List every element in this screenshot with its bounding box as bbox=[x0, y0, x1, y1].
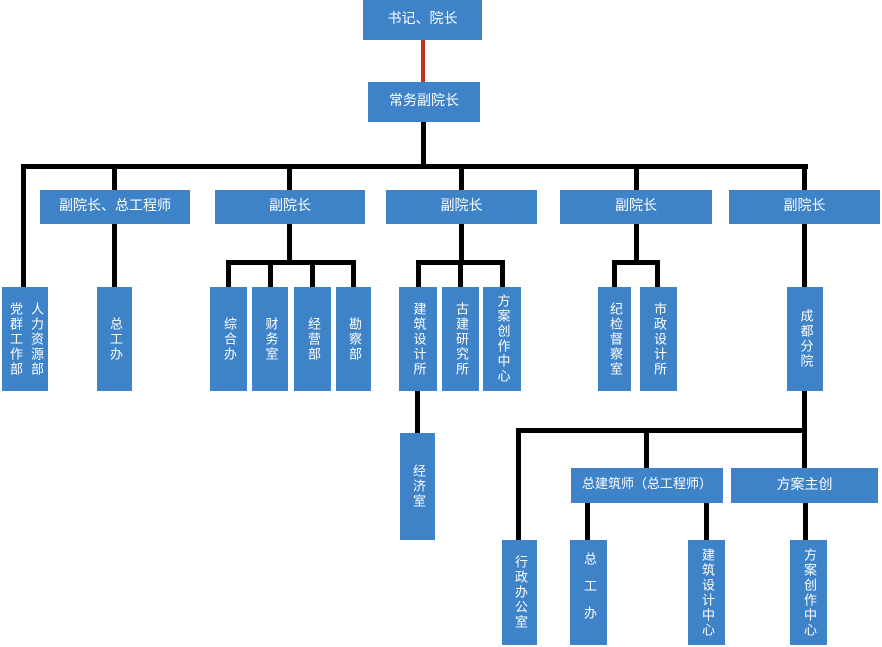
vp3-stem bbox=[459, 224, 464, 262]
secretary-to-evp-connector bbox=[421, 40, 425, 82]
node-vp2: 副院长 bbox=[215, 190, 365, 224]
node-branch-chief-engineer-office: 总工办 bbox=[570, 540, 607, 645]
vp4-branch-bar bbox=[612, 260, 660, 265]
vp-chief-engineer-to-office bbox=[112, 224, 117, 287]
chengdu-branch-bar bbox=[516, 428, 807, 433]
drop-vp4 bbox=[634, 164, 639, 190]
chengdu-branch-stem bbox=[802, 391, 807, 433]
node-exec-vice-president: 常务副院长 bbox=[368, 82, 480, 122]
drop-vp5 bbox=[802, 164, 807, 190]
drop-survey-dept bbox=[351, 260, 356, 287]
drop-arch-design-center bbox=[704, 503, 709, 540]
drop-finance-office bbox=[268, 260, 273, 287]
drop-party-hr bbox=[21, 164, 26, 287]
node-survey-dept: 勘察部 bbox=[336, 287, 371, 391]
evp-down-connector bbox=[421, 122, 426, 169]
node-finance-office: 财务室 bbox=[252, 287, 288, 391]
vp5-to-chengdu-branch bbox=[802, 224, 807, 287]
node-scheme-creation-center: 方案创作中心 bbox=[483, 287, 521, 391]
drop-ancient-arch-institute bbox=[458, 260, 463, 287]
node-discipline-inspection-office: 纪检督察室 bbox=[598, 287, 631, 391]
node-chengdu-branch: 成都分院 bbox=[787, 287, 823, 391]
drop-scheme-creation-center bbox=[500, 260, 505, 287]
main-horizontal-connector bbox=[21, 164, 808, 169]
drop-arch-design-institute bbox=[416, 260, 421, 287]
drop-municipal-design bbox=[655, 260, 660, 287]
drop-business-dept bbox=[310, 260, 315, 287]
drop-branch-scheme-lead bbox=[802, 428, 807, 468]
node-admin-office: 行政办公室 bbox=[502, 540, 537, 645]
node-chief-engineer-office: 总工办 bbox=[97, 287, 132, 391]
drop-admin-office bbox=[516, 428, 521, 540]
node-municipal-design-institute: 市政设计所 bbox=[640, 287, 677, 391]
vp2-stem bbox=[287, 224, 292, 262]
node-branch-scheme-lead: 方案主创 bbox=[731, 468, 878, 503]
drop-vp2 bbox=[287, 164, 292, 190]
drop-vp-chief-engineer bbox=[112, 164, 117, 190]
drop-vp3 bbox=[459, 164, 464, 190]
drop-general-office bbox=[226, 260, 231, 287]
drop-discipline-office bbox=[612, 260, 617, 287]
drop-branch-chief-architect bbox=[644, 428, 649, 468]
node-vp-chief-engineer: 副院长、总工程师 bbox=[40, 190, 190, 224]
drop-branch-scheme-creation-center bbox=[803, 503, 808, 540]
node-arch-design-institute: 建筑设计所 bbox=[399, 287, 437, 391]
arch-design-to-economy-office bbox=[415, 391, 420, 433]
node-vp5: 副院长 bbox=[729, 190, 880, 224]
node-ancient-arch-research-institute: 古建研究所 bbox=[442, 287, 479, 391]
node-general-office: 综合办 bbox=[210, 287, 247, 391]
node-branch-chief-architect: 总建筑师（总工程师） bbox=[571, 468, 723, 503]
vp2-branch-bar bbox=[226, 260, 356, 265]
node-party-mass-and-hr-dept: 党群工作部 人力资源部 bbox=[2, 287, 48, 391]
node-arch-design-center: 建筑设计中心 bbox=[688, 540, 725, 645]
node-business-dept: 经营部 bbox=[294, 287, 331, 391]
node-branch-scheme-creation-center: 方案创作中心 bbox=[790, 540, 827, 645]
node-vp3: 副院长 bbox=[386, 190, 537, 224]
drop-branch-chief-eng-office bbox=[585, 503, 590, 540]
node-economy-office: 经济室 bbox=[400, 433, 435, 540]
node-vp4: 副院长 bbox=[560, 190, 712, 224]
node-secretary-president: 书记、院长 bbox=[363, 0, 482, 40]
vp4-stem bbox=[634, 224, 639, 262]
